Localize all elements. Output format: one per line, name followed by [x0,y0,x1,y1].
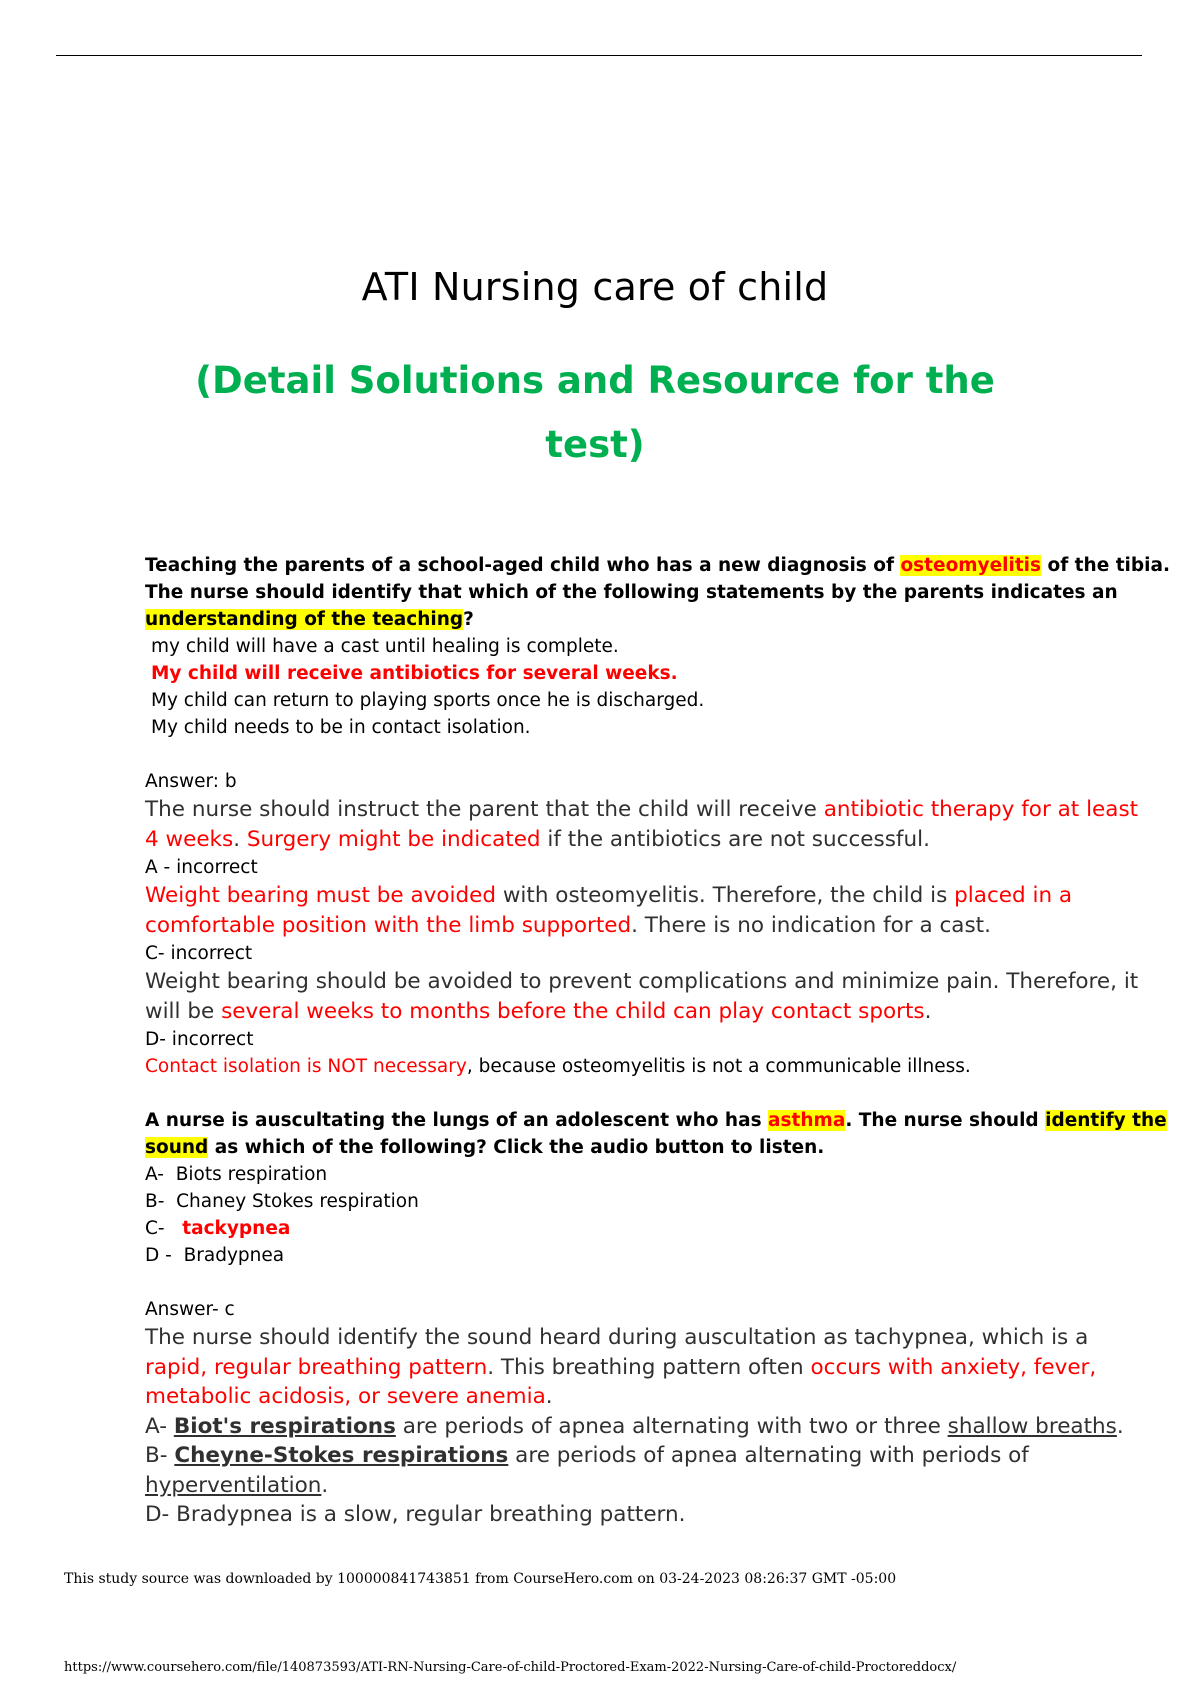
q2-stem-line-2: sound as which of the following? Click t… [145,1137,825,1158]
q2-keyword-identify: identify the [1045,1110,1167,1131]
q2-explanation-line-1: The nurse should identify the sound hear… [145,1325,1089,1350]
q2-option-c-correct: C- tackypnea [145,1218,291,1239]
q2-b-line-2: hyperventilation. [145,1472,329,1498]
q1-a-line-2: comfortable position with the limb suppo… [145,912,991,938]
download-notice: This study source was downloaded by 1000… [64,1571,897,1587]
q1-c-line-2: will be several weeks to months before t… [145,998,932,1024]
subtitle-line-1: (Detail Solutions and Resource for the [195,359,995,402]
q1-stem-line-3: understanding of the teaching? [145,609,474,630]
q2-explanation-line-3: metabolic acidosis, or severe anemia. [145,1384,553,1409]
q1-explanation-line-2: 4 weeks. Surgery might be indicated if t… [145,826,930,852]
q2-b-line-1: B- Cheyne-Stokes respirations are period… [145,1443,1029,1468]
document-title: ATI Nursing care of child [361,265,829,309]
q1-keyword-understanding: understanding of the teaching [145,609,464,630]
q1-d-label: D- incorrect [145,1029,254,1050]
top-rule [56,55,1142,56]
q1-option-b-correct: My child will receive antibiotics for se… [151,663,678,684]
document-subtitle: (Detail Solutions and Resource for the t… [0,349,1190,477]
q1-d-line: Contact isolation is NOT necessary, beca… [145,1056,971,1077]
q1-option-a: my child will have a cast until healing … [151,636,619,657]
q1-answer: Answer: b [145,771,237,792]
q2-explanation-line-2: rapid, regular breathing pattern. This b… [145,1354,1097,1380]
q1-option-d: My child needs to be in contact isolatio… [151,717,531,738]
q2-answer: Answer- c [145,1299,235,1320]
q2-stem-line-1: A nurse is auscultating the lungs of an … [145,1110,1167,1131]
q1-stem-line-2: The nurse should identify that which of … [145,582,1118,603]
q2-d-line: D- Bradypnea is a slow, regular breathin… [145,1502,686,1527]
q1-a-line-1: Weight bearing must be avoided with oste… [145,883,1073,908]
q1-c-label: C- incorrect [145,943,253,964]
document-body: Teaching the parents of a school-aged ch… [145,552,1170,1530]
q2-keyword-asthma: asthma [768,1110,846,1131]
q1-a-label: A - incorrect [145,857,258,878]
q1-stem-line-1: Teaching the parents of a school-aged ch… [145,555,1170,576]
source-url: https://www.coursehero.com/file/14087359… [64,1660,957,1675]
subtitle-line-2: test) [545,423,645,466]
q2-option-b: B- Chaney Stokes respiration [145,1191,419,1212]
q1-keyword-osteomyelitis: osteomyelitis [900,555,1042,576]
q2-option-a: A- Biots respiration [145,1164,328,1185]
q1-option-c: My child can return to playing sports on… [151,690,705,711]
q2-option-d: D - Bradypnea [145,1245,285,1266]
q1-c-line-1: Weight bearing should be avoided to prev… [145,969,1139,994]
q2-a-line: A- Biot's respirations are periods of ap… [145,1413,1124,1439]
q1-explanation-line-1: The nurse should instruct the parent tha… [145,797,1139,822]
